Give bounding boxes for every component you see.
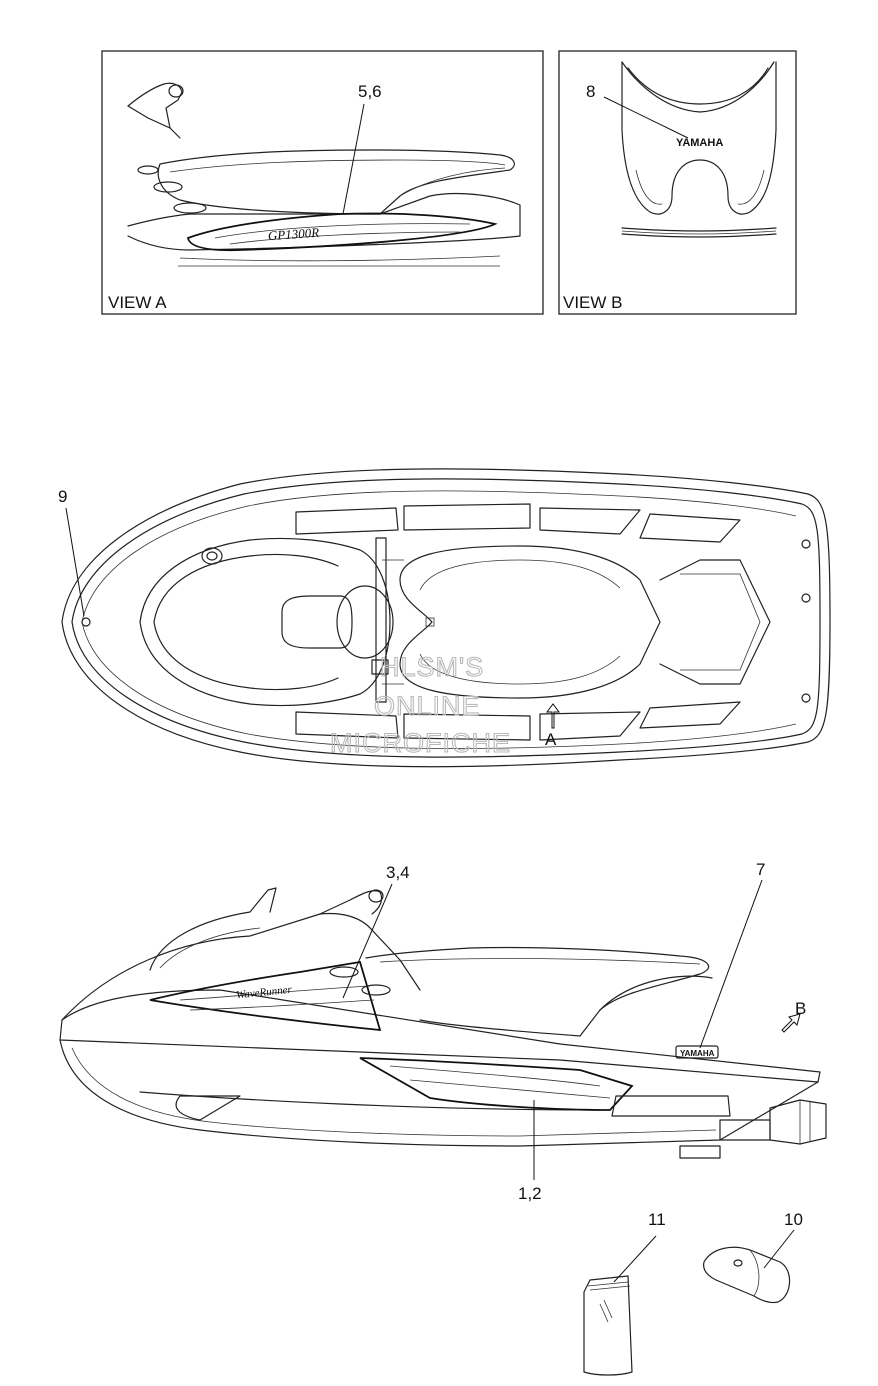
view-a-leader-line: [342, 103, 365, 215]
side-view-decal-script: WaveRunner: [236, 984, 293, 1002]
side-view-yamaha-badge: [675, 1045, 719, 1059]
side-view-leader-7: [699, 879, 763, 1049]
top-view-dash: [281, 595, 353, 649]
callout-10: 10: [784, 1210, 803, 1229]
side-view-gunwale: [59, 989, 821, 1083]
view-b-hull-outline: [621, 61, 777, 215]
top-view-rear-deck: [659, 559, 771, 685]
watermark-line-1: HLSM'S: [380, 652, 484, 682]
view-a-arrow-label: A: [545, 730, 557, 749]
side-view-nozzle: [769, 1099, 827, 1145]
view-a-panel: GP1300R 5,6 VIEW A: [101, 50, 544, 315]
callout-1-2: 1,2: [518, 1184, 542, 1203]
view-a-side-decal: [186, 212, 498, 252]
view-a-arrow-icon: [546, 703, 560, 729]
side-view-leader-3-4: [342, 883, 393, 999]
callout-3-4: 3,4: [386, 863, 410, 882]
watermark-line-3: MICROFICHE: [330, 728, 511, 758]
side-view-rear-decal: [359, 1057, 634, 1111]
view-b-seat-top: [621, 61, 775, 113]
view-b-caption: VIEW B: [563, 293, 623, 312]
top-view-footwell-right-front: [295, 711, 399, 739]
view-b-yamaha-decal: YAMAHA: [676, 137, 723, 149]
top-view-hood: [139, 537, 391, 707]
view-a-hull: [127, 192, 521, 251]
top-view-footwell-left-mid: [403, 503, 531, 531]
view-b-frame: [558, 50, 797, 315]
side-view-badge-text: YAMAHA: [680, 1049, 715, 1058]
top-view-fuel-cap: [201, 547, 223, 565]
top-view-leader-9: [65, 507, 85, 617]
view-b-leader-line: [603, 96, 689, 139]
callout-7: 7: [756, 860, 765, 879]
part-10-leader: [763, 1229, 795, 1269]
top-view-bow-point: [81, 617, 91, 627]
callout-11: 11: [648, 1210, 666, 1229]
view-a-decal-script: GP1300R: [267, 225, 319, 244]
callout-8: 8: [586, 82, 595, 101]
side-view-handlebar: [319, 890, 383, 915]
top-view-hull-outer: [61, 468, 831, 768]
side-view-hull: [59, 1039, 819, 1147]
part-10-cover: [703, 1246, 791, 1304]
view-a-handlebar: [127, 82, 183, 139]
view-b-arrow-label: B: [795, 999, 806, 1018]
side-view: WaveRunner YAMAHA 3,4 7 1,2 B: [59, 860, 827, 1203]
side-view-waverunner-decal: [149, 960, 382, 1032]
view-a-seat: [157, 149, 515, 215]
top-view-footwell-right-mid: [403, 713, 531, 741]
top-view-footwell-left-front: [295, 507, 399, 535]
view-a-caption: VIEW A: [108, 293, 167, 312]
view-b-panel: YAMAHA 8 VIEW B: [558, 50, 797, 315]
part-11-sleeve: [583, 1275, 633, 1376]
view-b-arrow-icon: [781, 1013, 801, 1033]
top-view-handlebar: [375, 537, 387, 703]
part-11-leader: [613, 1235, 657, 1283]
watermark-line-2: ONLINE: [374, 691, 481, 721]
top-view-seat: [399, 545, 661, 699]
side-view-step: [611, 1095, 731, 1117]
top-view: 9 A HLSM'S ONLINE MICROFICHE: [58, 468, 831, 768]
loose-parts: 11 10: [583, 1210, 803, 1376]
callout-5-6: 5,6: [358, 82, 382, 101]
side-view-bow: [61, 912, 421, 1021]
callout-9: 9: [58, 487, 67, 506]
side-view-seat: [365, 946, 710, 1037]
